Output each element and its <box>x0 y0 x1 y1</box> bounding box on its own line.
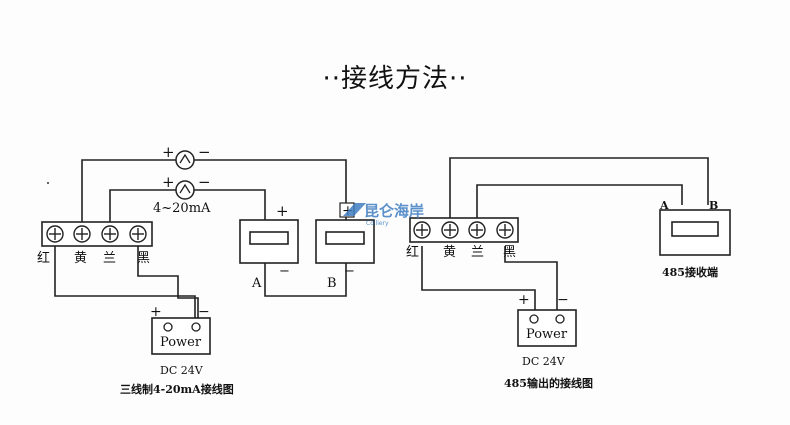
terminal-label-yellow: 黄 <box>443 245 456 260</box>
power-label: Power <box>526 327 568 342</box>
power-minus: − <box>557 292 569 308</box>
right-terminal-screws <box>413 221 514 239</box>
ammeter-icon <box>175 150 195 170</box>
right-wiring-diagram: 红 黄 兰 黑 A B 485接收端 + − Power DC 24V 485输… <box>406 157 731 390</box>
power-spec: DC 24V <box>160 364 204 377</box>
terminal-label-black: 黑 <box>137 251 150 266</box>
terminal-screw-icon <box>413 221 431 239</box>
meter-a-plus: + <box>276 202 289 220</box>
power-plus: + <box>518 292 530 308</box>
plus-sign: + <box>162 173 175 191</box>
terminal-screw-icon <box>46 225 64 243</box>
receiver-label-a: A <box>659 199 669 212</box>
power-supply-box <box>517 309 577 347</box>
terminal-screw-icon <box>129 225 147 243</box>
power-minus: − <box>198 304 210 320</box>
power-label: Power <box>160 335 202 350</box>
meter-b-label: B <box>327 276 337 291</box>
right-wires <box>421 157 709 310</box>
right-diagram-caption: 485输出的接线图 <box>504 376 593 390</box>
terminal-screw-icon <box>496 221 514 239</box>
page-title: ··接线方法·· <box>322 64 468 94</box>
terminal-label-black: 黑 <box>503 245 516 260</box>
power-spec: DC 24V <box>522 355 566 368</box>
terminal-label-red: 红 <box>37 250 50 266</box>
ammeter-icon <box>175 180 195 200</box>
brand-logo-icon <box>343 203 366 216</box>
ammeter-range-label: 4~20mA <box>153 201 211 216</box>
minus-sign: − <box>198 143 211 161</box>
power-terminal-icon <box>555 314 565 324</box>
power-terminal-icon <box>529 314 539 324</box>
terminal-label-blue: 兰 <box>103 251 116 266</box>
power-plus: + <box>150 304 162 320</box>
power-terminal-icon <box>163 322 173 332</box>
terminal-label-red: 红 <box>406 244 419 260</box>
meter-b-minus: − <box>344 264 355 279</box>
brand-watermark: 昆仑海岸 Colliery <box>343 202 424 227</box>
meter-b-display <box>325 231 365 245</box>
left-wires <box>54 159 347 318</box>
plus-sign: + <box>162 143 175 161</box>
receiver-caption: 485接收端 <box>662 265 718 279</box>
rs485-receiver-display <box>671 221 719 237</box>
meter-a-label: A <box>251 276 262 291</box>
brand-subtext: Colliery <box>366 220 389 227</box>
terminal-screw-icon <box>73 225 91 243</box>
stray-dot <box>47 182 49 184</box>
left-terminal-screws <box>46 225 147 243</box>
terminal-screw-icon <box>441 221 459 239</box>
left-wiring-diagram: 红 黄 兰 黑 + − <box>37 143 375 396</box>
terminal-label-yellow: 黄 <box>74 251 87 266</box>
brand-name: 昆仑海岸 <box>364 202 424 220</box>
power-terminal-icon <box>191 322 201 332</box>
meter-a-display <box>249 231 289 245</box>
receiver-label-b: B <box>709 199 718 212</box>
terminal-screw-icon <box>101 225 119 243</box>
left-diagram-caption: 三线制4-20mA接线图 <box>120 382 234 396</box>
meter-a-minus: − <box>279 264 290 279</box>
terminal-label-blue: 兰 <box>471 245 484 260</box>
minus-sign: − <box>198 173 211 191</box>
power-supply-box <box>151 317 211 355</box>
terminal-screw-icon <box>468 221 486 239</box>
